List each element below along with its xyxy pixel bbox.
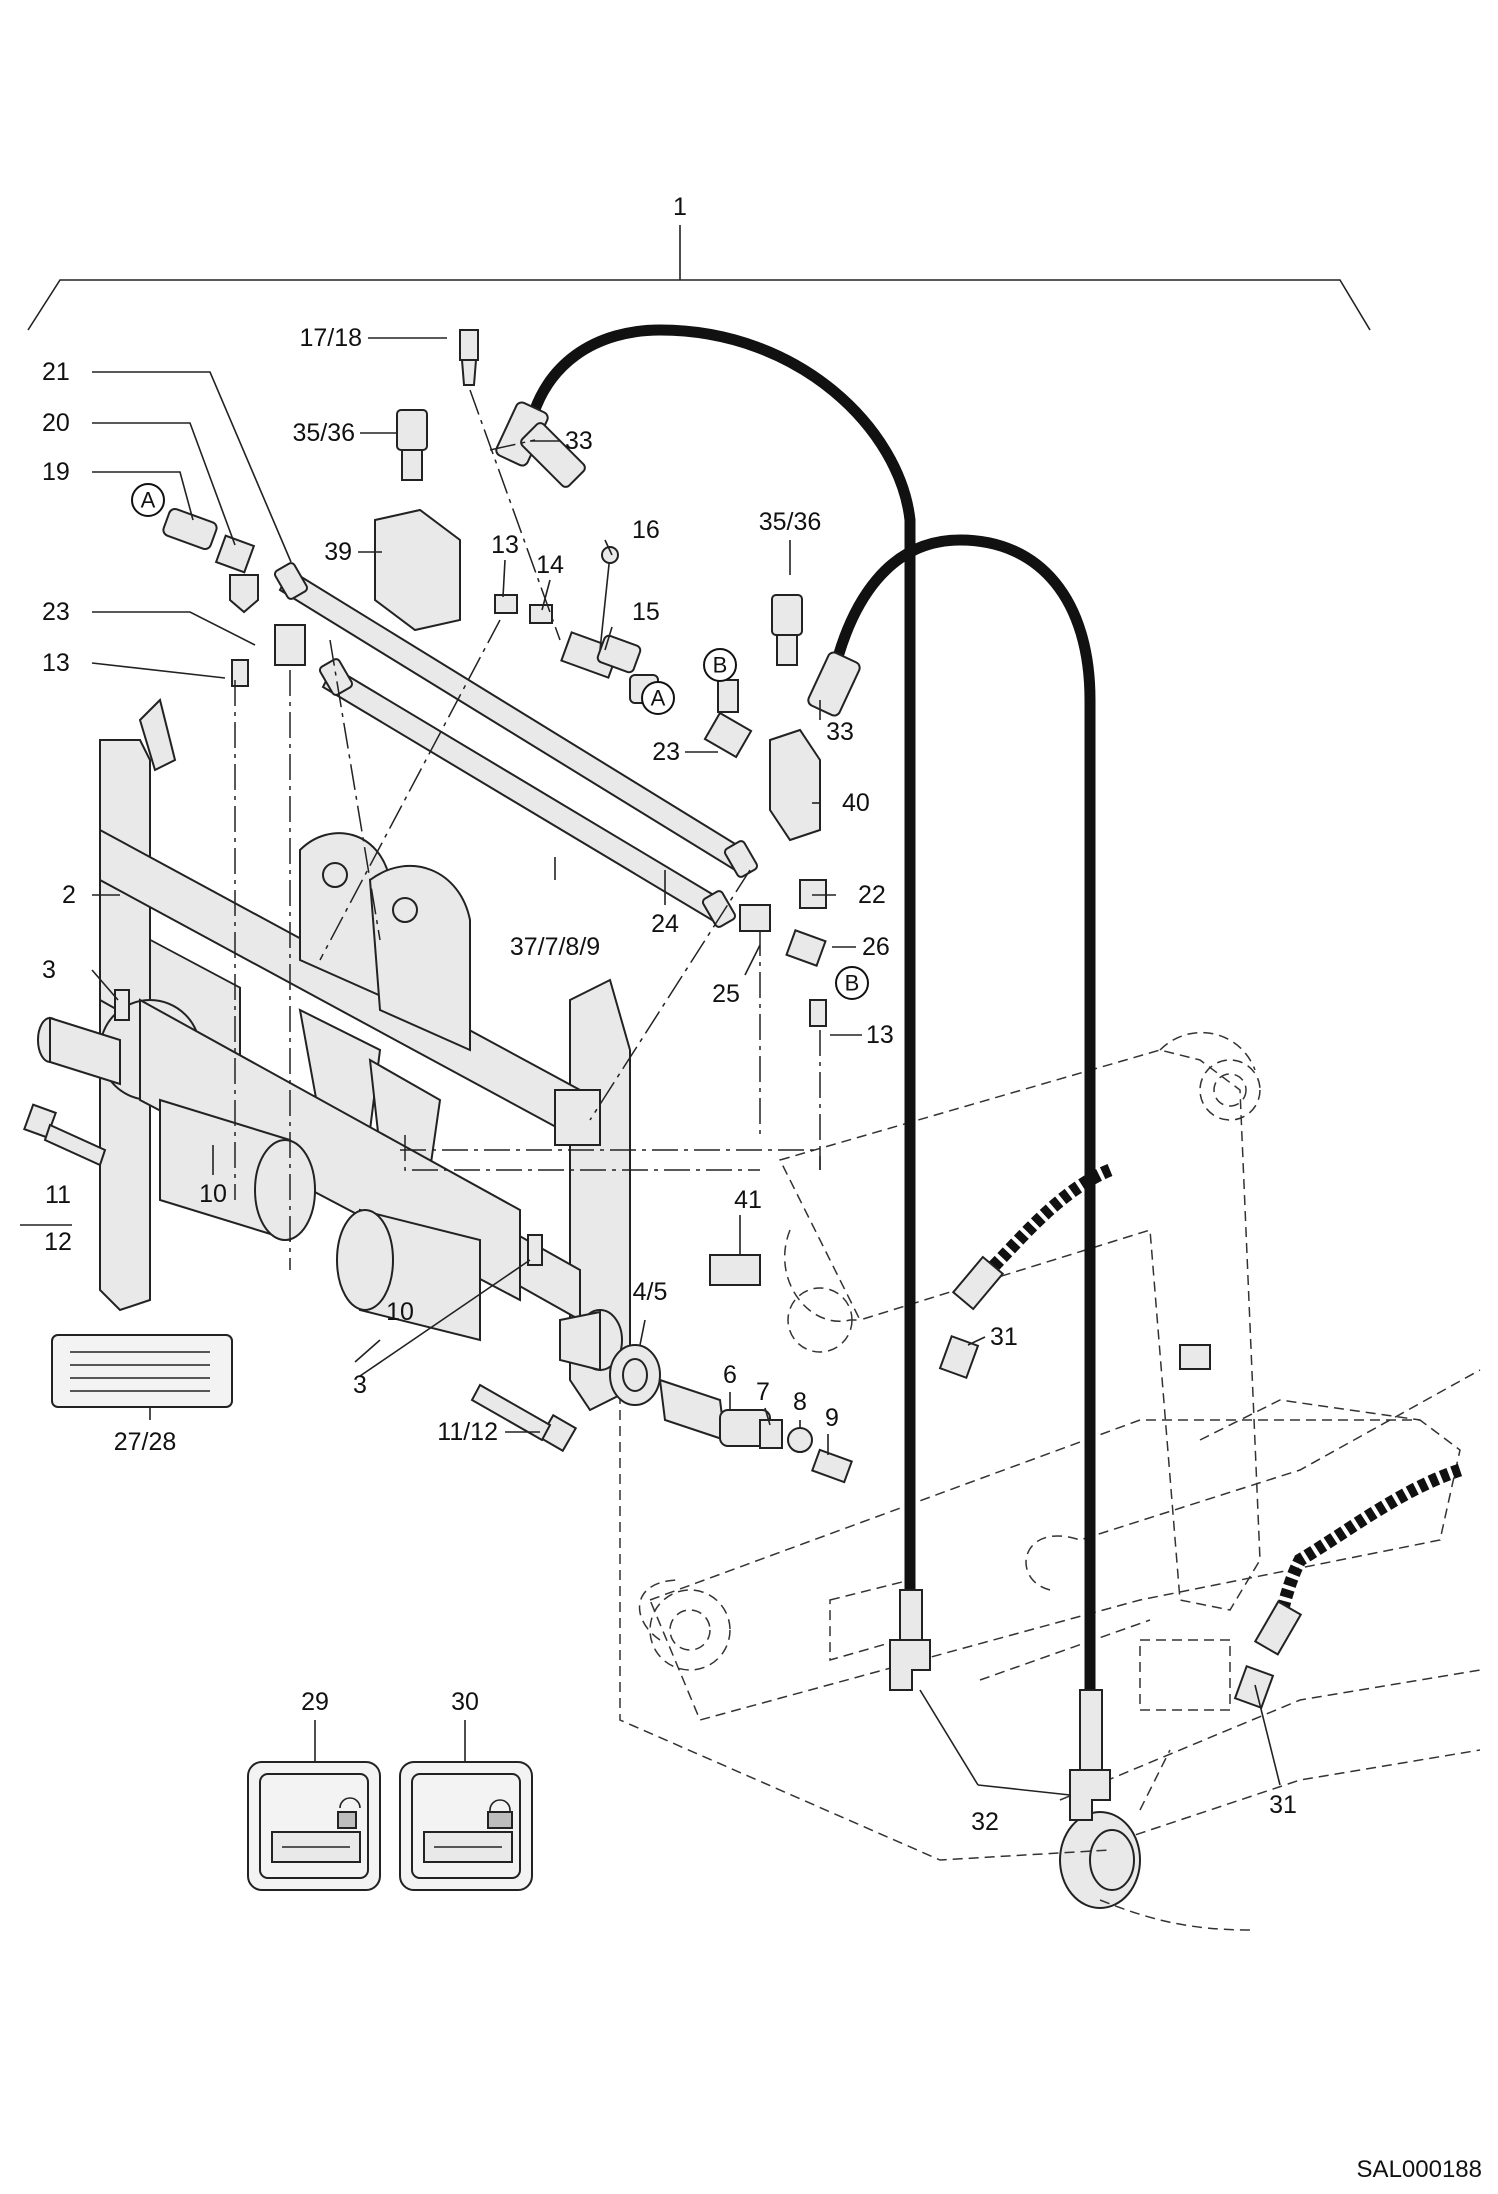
ref-marker-b-right-label: B	[845, 971, 860, 996]
callout-9: 9	[825, 1404, 839, 1432]
crossbar-tubes	[273, 562, 759, 928]
ref-marker-b-top: B	[703, 648, 737, 682]
callout-2: 2	[62, 881, 76, 909]
callout-30: 30	[451, 1688, 479, 1716]
callout-14: 14	[536, 551, 564, 579]
pivot-pins	[37, 1016, 623, 1372]
callout-22: 22	[858, 881, 886, 909]
callout-37-7-8-9: 37/7/8/9	[510, 933, 600, 961]
callout-23-right: 23	[652, 738, 680, 766]
locking-cylinders-10	[159, 1098, 481, 1342]
callout-13-top: 13	[491, 531, 519, 559]
decal-unlocked-29	[247, 1761, 381, 1891]
valve-blocks	[374, 409, 821, 842]
callout-7: 7	[756, 1378, 770, 1406]
tee-fittings-32	[889, 1639, 1111, 1821]
ref-marker-a-right: A	[641, 681, 675, 715]
coupler-frame	[99, 698, 631, 1412]
callout-31-lower: 31	[1269, 1791, 1297, 1819]
callout-3-left: 3	[42, 956, 56, 984]
callout-33-lower: 33	[826, 718, 854, 746]
callout-3-center: 3	[353, 1371, 367, 1399]
callout-6: 6	[723, 1361, 737, 1389]
callout-10-left: 10	[199, 1180, 227, 1208]
callout-20: 20	[42, 409, 70, 437]
decal-locked-30	[399, 1761, 533, 1891]
ref-marker-a-left: A	[131, 483, 165, 517]
ref-marker-a-right-label: A	[651, 686, 666, 711]
callout-35-36-right: 35/36	[759, 508, 822, 536]
callout-10-center: 10	[386, 1298, 414, 1326]
callout-13-right: 13	[866, 1021, 894, 1049]
frame-hoses	[951, 1163, 1463, 1656]
leader-lines	[20, 337, 1281, 1796]
callout-labels: 1 17/18 21 20 19 35/36 33 39 13 14 16 15…	[42, 193, 1297, 1836]
loader-frame	[619, 1031, 1481, 1931]
callout-29: 29	[301, 1688, 329, 1716]
callout-12: 12	[44, 1228, 72, 1256]
callout-15: 15	[632, 598, 660, 626]
callout-25: 25	[712, 980, 740, 1008]
callout-1: 1	[673, 193, 687, 221]
callout-13-left: 13	[42, 649, 70, 677]
callout-26: 26	[862, 933, 890, 961]
callout-32: 32	[971, 1808, 999, 1836]
ref-marker-b-right: B	[835, 966, 869, 1000]
callout-27-28: 27/28	[114, 1428, 177, 1456]
ref-marker-a-left-label: A	[141, 488, 156, 513]
centerlines	[234, 389, 821, 1270]
type-plate	[51, 1334, 233, 1408]
callout-41: 41	[734, 1186, 762, 1214]
callout-23-left: 23	[42, 598, 70, 626]
callout-24: 24	[651, 910, 679, 938]
callout-4-5: 4/5	[633, 1278, 668, 1306]
document-id: SAL000188	[1356, 2156, 1482, 2183]
callout-35-36-left: 35/36	[292, 419, 355, 447]
grease-nipples-3	[114, 989, 543, 1266]
quick-couplers-31	[938, 1334, 1275, 1710]
bolts-11-12	[22, 1103, 578, 1453]
ref-marker-b-top-label: B	[713, 653, 728, 678]
hydraulic-hoses-33	[495, 324, 1103, 1771]
callout-11: 11	[45, 1181, 71, 1209]
callout-16: 16	[632, 516, 660, 544]
callout-40: 40	[842, 789, 870, 817]
small-fittings	[162, 329, 854, 1484]
callout-33-upper: 33	[565, 427, 593, 455]
callout-31-upper: 31	[990, 1323, 1018, 1351]
assembly-bracket	[27, 225, 1371, 331]
callout-39: 39	[324, 538, 352, 566]
callout-21: 21	[42, 358, 70, 386]
callout-17-18: 17/18	[299, 324, 362, 352]
callout-8: 8	[793, 1388, 807, 1416]
callout-19: 19	[42, 458, 70, 486]
callout-11-12: 11/12	[437, 1418, 498, 1446]
